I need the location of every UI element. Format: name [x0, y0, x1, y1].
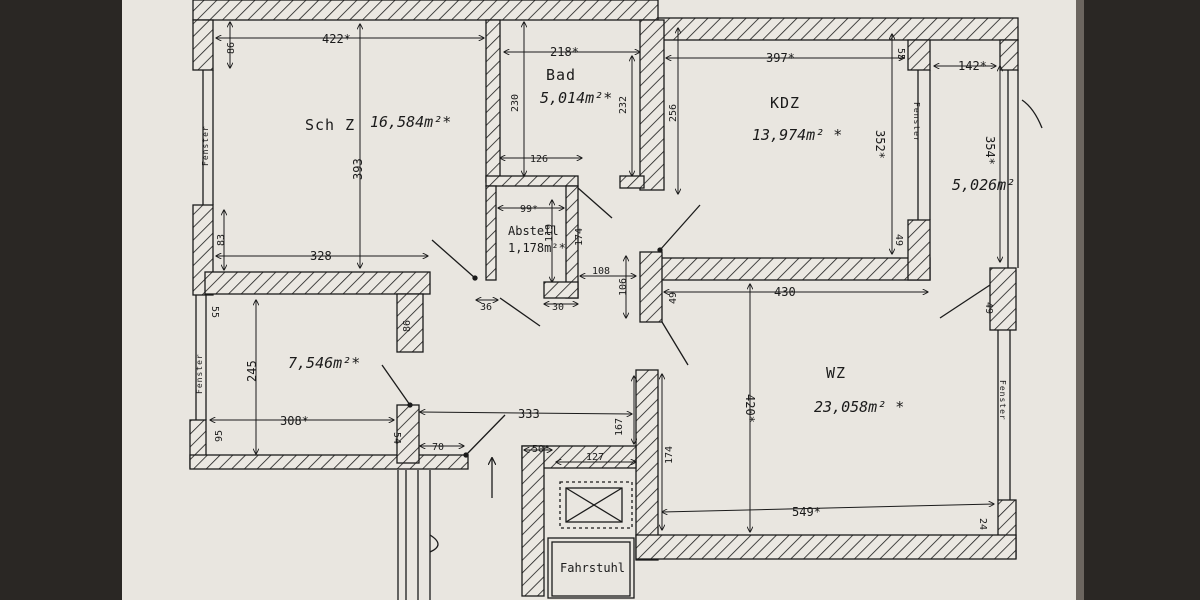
dim-106: 106 — [618, 278, 629, 296]
window-label-schz: Fenster — [201, 125, 210, 166]
room-abstell-area: 1,178m²* — [508, 241, 566, 255]
window-label-kdz: Fenster — [912, 102, 921, 143]
wall-schz-bottom — [204, 271, 431, 295]
dim-256: 256 — [668, 104, 679, 122]
room-wz-name: WZ — [826, 364, 846, 382]
dim-86a: 86 — [226, 42, 237, 54]
wall-kdz-bottom — [655, 257, 931, 281]
room-abstell-name: Abstell — [508, 224, 559, 238]
dimension-texts: 422* 86 393 328 83 218* 230 232 126 99* … — [209, 32, 997, 530]
wall-right-mid — [989, 267, 1017, 331]
dim-333: 333 — [518, 407, 540, 421]
dim-174: 174 — [574, 228, 585, 246]
room-lift-name: Fahrstuhl — [560, 561, 625, 575]
paper-shadow — [1076, 0, 1084, 600]
walls — [189, 0, 1019, 597]
room-schz-name: Sch Z — [305, 116, 355, 134]
wall-wz-left — [635, 369, 659, 561]
wall-bad-bottom — [485, 175, 579, 187]
dim-86b: 86 — [402, 320, 413, 332]
dim-95: 95 — [214, 430, 225, 442]
dim-352: 352* — [873, 130, 887, 159]
dim-393: 393 — [351, 158, 365, 180]
dim-83: 83 — [216, 234, 227, 246]
dim-420: 420* — [743, 394, 757, 423]
room-small-area: 5,026m² — [952, 176, 1015, 194]
dim-245: 245 — [245, 360, 259, 382]
dim-55a: 55 — [895, 48, 906, 60]
wall-abstell-bottom — [543, 281, 579, 299]
dim-142: 142* — [958, 59, 987, 73]
wall-stub-1 — [396, 293, 424, 353]
dim-126: 126 — [530, 154, 548, 165]
dim-167: 167 — [614, 418, 625, 436]
dim-430: 430 — [774, 285, 796, 299]
room-bad-name: Bad — [546, 66, 576, 84]
wall-kdz-notch — [619, 175, 645, 189]
window-label-wz: Fenster — [998, 380, 1007, 421]
dim-422: 422* — [322, 32, 351, 46]
dim-70: 70 — [432, 442, 444, 453]
room-wz-area: 23,058m² * — [814, 398, 904, 416]
dim-397: 397* — [766, 51, 795, 65]
room-bad-area: 5,014m²* — [540, 89, 612, 107]
dim-49a: 49 — [668, 292, 679, 304]
dim-232: 232 — [618, 96, 629, 114]
dim-230: 230 — [510, 94, 521, 112]
wall-top-left — [192, 0, 659, 21]
dim-36: 36 — [480, 302, 492, 313]
dim-119: 119 — [544, 224, 555, 242]
dim-30: 30 — [552, 302, 564, 313]
wall-right-top — [999, 39, 1019, 71]
wall-stair-left — [521, 445, 545, 597]
wall-kdz-right — [907, 39, 931, 71]
dim-54: 54 — [391, 432, 402, 444]
outlines — [195, 70, 1043, 600]
wall-corridor-stub — [639, 251, 663, 323]
dim-218: 218* — [550, 45, 579, 59]
wall-kdz-left — [639, 19, 665, 191]
wall-top-right — [657, 17, 1019, 41]
dim-174b: 174 — [664, 446, 675, 464]
window-label-kinder: Fenster — [195, 353, 204, 394]
wall-bad-left — [485, 19, 501, 183]
dim-99: 99* — [520, 204, 538, 215]
dim-308: 308* — [280, 414, 309, 428]
dim-328: 328 — [310, 249, 332, 263]
dimension-lines — [210, 22, 1000, 532]
dim-354: 354* — [983, 136, 997, 165]
dim-108: 108 — [592, 266, 610, 277]
wall-kdz-right-lower — [907, 219, 931, 281]
dim-49b: 49 — [893, 234, 904, 246]
room-schz-area: 16,584m²* — [370, 113, 451, 131]
dim-549: 549* — [792, 505, 821, 519]
wall-left-upper — [192, 19, 214, 71]
dim-127: 127 — [586, 452, 604, 463]
wall-bottom-left — [189, 454, 469, 470]
dim-49c: 49 — [983, 302, 994, 314]
dim-50: 50* — [532, 444, 550, 455]
room-kdz-area: 13,974m² * — [752, 126, 842, 144]
room-kdz-name: KDZ — [770, 94, 800, 112]
wall-abstell-left — [485, 185, 497, 281]
wall-wz-bottom — [635, 534, 1017, 560]
dim-55b: 55 — [209, 306, 220, 318]
room-kinder-area: 7,546m²* — [288, 354, 360, 372]
dim-24: 24 — [977, 518, 988, 530]
